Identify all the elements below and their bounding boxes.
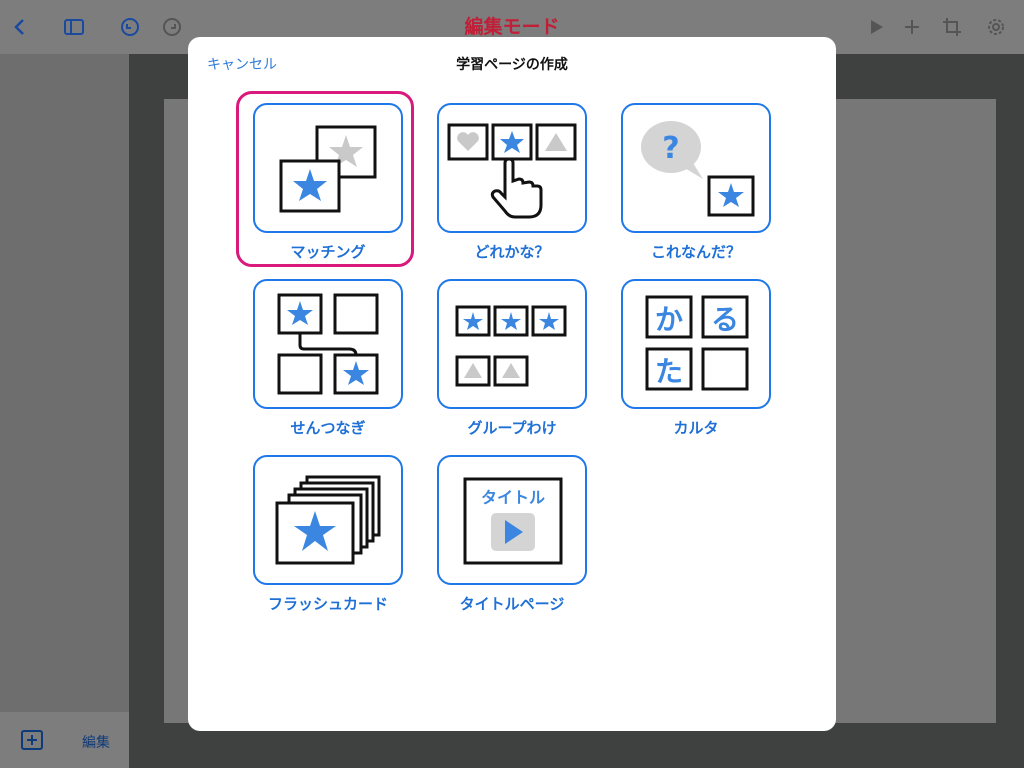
template-icon-box — [253, 455, 403, 585]
line-connect-icon — [277, 293, 379, 395]
template-line-connect[interactable]: せんつなぎ — [253, 279, 403, 437]
mode-title: 編集モード — [464, 16, 560, 38]
page-sidebar — [0, 54, 129, 768]
template-what-is-this[interactable]: ? これなんだ？ — [621, 103, 771, 261]
template-label: せんつなぎ — [290, 419, 366, 437]
template-icon-box: ? — [621, 103, 771, 233]
template-label: タイトルページ — [459, 595, 565, 613]
template-label: カルタ — [673, 419, 719, 437]
add-page-icon[interactable] — [20, 729, 44, 751]
template-icon-box: か る た — [621, 279, 771, 409]
template-flashcard[interactable]: フラッシュカード — [253, 455, 403, 613]
redo-icon[interactable] — [160, 15, 184, 39]
grouping-icon — [455, 305, 567, 387]
karuta-glyph: る — [711, 303, 739, 336]
gear-icon[interactable] — [984, 15, 1008, 39]
which-one-icon — [447, 123, 577, 219]
dialog-title: 学習ページの作成 — [456, 57, 568, 73]
play-icon[interactable] — [864, 15, 888, 39]
template-icon-box: タイトル — [437, 455, 587, 585]
svg-text:?: ? — [662, 131, 679, 166]
template-icon-box — [253, 279, 403, 409]
template-label: これなんだ？ — [650, 243, 741, 261]
karuta-glyph: た — [655, 355, 683, 388]
template-karuta[interactable]: か る た カルタ — [621, 279, 771, 437]
plus-icon[interactable] — [900, 15, 924, 39]
template-matching[interactable]: マッチング — [253, 103, 403, 261]
undo-icon[interactable] — [118, 15, 142, 39]
template-label: グループわけ — [467, 419, 557, 437]
template-label: どれかな？ — [474, 243, 550, 261]
template-icon-box — [437, 103, 587, 233]
crop-icon[interactable] — [940, 15, 964, 39]
title-page-icon: タイトル — [463, 477, 563, 565]
karuta-icon: か る た — [645, 295, 749, 391]
cancel-button[interactable]: キャンセル — [207, 57, 277, 73]
back-chevron-icon[interactable] — [8, 15, 32, 39]
template-icon-box — [437, 279, 587, 409]
edit-button[interactable]: 編集 — [82, 735, 110, 751]
flashcard-icon — [275, 475, 381, 565]
what-is-this-icon: ? — [641, 121, 755, 217]
karuta-glyph: か — [655, 303, 683, 336]
template-label: マッチング — [290, 243, 366, 261]
template-which-one[interactable]: どれかな？ — [437, 103, 587, 261]
matching-icon — [279, 125, 377, 213]
template-label: フラッシュカード — [267, 595, 388, 613]
title-text: タイトル — [481, 488, 545, 507]
sidebar-bottom-bar — [0, 712, 129, 768]
selected-highlight — [236, 91, 414, 267]
template-icon-box — [253, 103, 403, 233]
template-grouping[interactable]: グループわけ — [437, 279, 587, 437]
template-title-page[interactable]: タイトル タイトルページ — [437, 455, 587, 613]
sidebar-toggle-icon[interactable] — [62, 15, 86, 39]
